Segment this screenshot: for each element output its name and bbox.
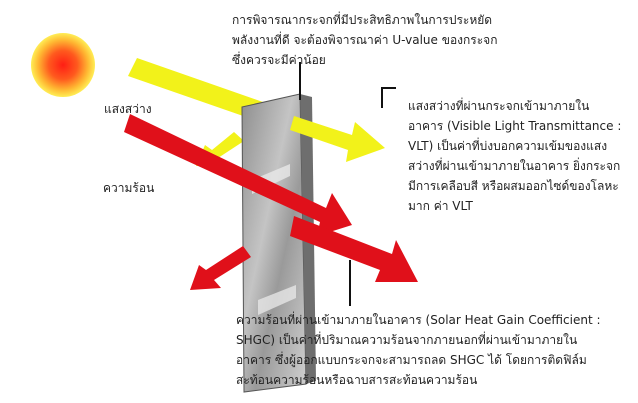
uvalue-note-line: พลังงานที่ดี จะต้องพิจารณาค่า U-value ขอ… — [232, 33, 498, 47]
heat-arrow-incoming — [124, 114, 352, 236]
heat-arrow-transmitted — [290, 216, 418, 282]
vlt-note-line: VLT) เป็นค่าที่บ่งบอกความเข้มของแสง — [408, 139, 608, 153]
sun-icon — [31, 33, 95, 97]
vlt-note-line: สว่างที่ผ่านเข้ามาภายในอาคาร ยิ่งกระจก — [408, 159, 621, 173]
uvalue-note-line: ซึ่งควรจะมีค่าน้อย — [232, 53, 326, 67]
heat-arrow-reflected — [190, 246, 251, 290]
shgc-note-line: ความร้อนที่ผ่านเข้ามาภายในอาคาร (Solar H… — [236, 313, 601, 327]
shgc-note: ความร้อนที่ผ่านเข้ามาภายในอาคาร (Solar H… — [236, 310, 601, 390]
light-label: แสงสว่าง — [104, 102, 152, 116]
shgc-note-line: อาคาร ซึ่งผู้ออกแบบกระจกจะสามารถลด SHGC … — [236, 353, 587, 367]
heat-label: ความร้อน — [103, 181, 155, 195]
vlt-note-line: แสงสว่างที่ผ่านกระจกเข้ามาภายใน — [408, 99, 590, 113]
vlt-note: แสงสว่างที่ผ่านกระจกเข้ามาภายใน อาคาร (V… — [408, 96, 621, 216]
light-arrow-transmitted — [290, 116, 385, 162]
shgc-note-line: SHGC) เป็นค่าที่ปริมาณความร้อนจากภายนอกท… — [236, 333, 578, 347]
vlt-note-line: อาคาร (Visible Light Transmittance : — [408, 119, 622, 133]
uvalue-note: การพิจารณากระจกที่มีประสิทธิภาพในการประห… — [232, 10, 497, 70]
vlt-note-line: มีการเคลือบสี หรือผสมออกไซด์ของโลหะ — [408, 179, 619, 193]
uvalue-note-line: การพิจารณากระจกที่มีประสิทธิภาพในการประห… — [232, 13, 493, 27]
vlt-note-line: มาก ค่า VLT — [408, 199, 473, 213]
shgc-note-line: สะท้อนความร้อนหรือฉาบสารสะท้อนความร้อน — [236, 373, 478, 387]
vlt-leader-line — [381, 87, 396, 108]
